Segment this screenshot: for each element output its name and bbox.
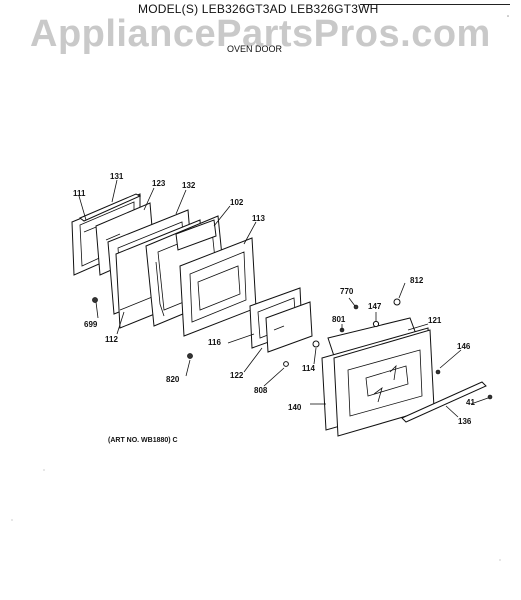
label-808: 808 bbox=[254, 386, 268, 395]
screw-41 bbox=[487, 394, 493, 400]
label-136: 136 bbox=[458, 417, 472, 426]
art-number: (ART NO. WB1880) C bbox=[108, 437, 178, 444]
label-820: 820 bbox=[166, 375, 180, 384]
screw-812 bbox=[393, 298, 401, 306]
label-111: 111 bbox=[73, 189, 86, 198]
part-140-outer-door bbox=[321, 327, 435, 437]
label-112: 112 bbox=[105, 335, 118, 344]
part-136-handle-strip bbox=[401, 381, 487, 423]
leader-lines bbox=[78, 179, 489, 418]
label-147: 147 bbox=[368, 302, 382, 311]
label-812: 812 bbox=[410, 276, 424, 285]
label-122: 122 bbox=[230, 371, 244, 380]
label-699: 699 bbox=[84, 320, 98, 329]
label-140: 140 bbox=[288, 403, 302, 412]
clip-147 bbox=[372, 320, 380, 328]
header-rule bbox=[360, 4, 510, 5]
diagram-subtitle: OVEN DOOR bbox=[227, 44, 283, 54]
label-116: 116 bbox=[208, 338, 221, 347]
screw-146 bbox=[435, 369, 441, 375]
grommet-114 bbox=[312, 340, 320, 348]
part-131-trim bbox=[79, 193, 142, 222]
label-131: 131 bbox=[110, 172, 124, 181]
part-122-window-glass bbox=[265, 301, 313, 353]
label-132: 132 bbox=[182, 181, 196, 190]
scan-specks bbox=[11, 15, 509, 561]
screw-808 bbox=[283, 361, 289, 367]
screw-699 bbox=[92, 297, 98, 303]
label-121: 121 bbox=[428, 316, 442, 325]
screw-820 bbox=[187, 353, 193, 359]
label-113: 113 bbox=[252, 214, 265, 223]
label-801: 801 bbox=[332, 315, 346, 324]
label-114: 114 bbox=[302, 364, 315, 373]
label-123: 123 bbox=[152, 179, 166, 188]
label-41: 41 bbox=[466, 398, 475, 407]
hardware-parts bbox=[92, 297, 493, 400]
label-770: 770 bbox=[340, 287, 354, 296]
label-146: 146 bbox=[457, 342, 471, 351]
model-title: MODEL(S) LEB326GT3AD LEB326GT3WH bbox=[138, 2, 379, 16]
label-102: 102 bbox=[230, 198, 244, 207]
watermark: AppliancePartsPros.com bbox=[30, 13, 491, 55]
